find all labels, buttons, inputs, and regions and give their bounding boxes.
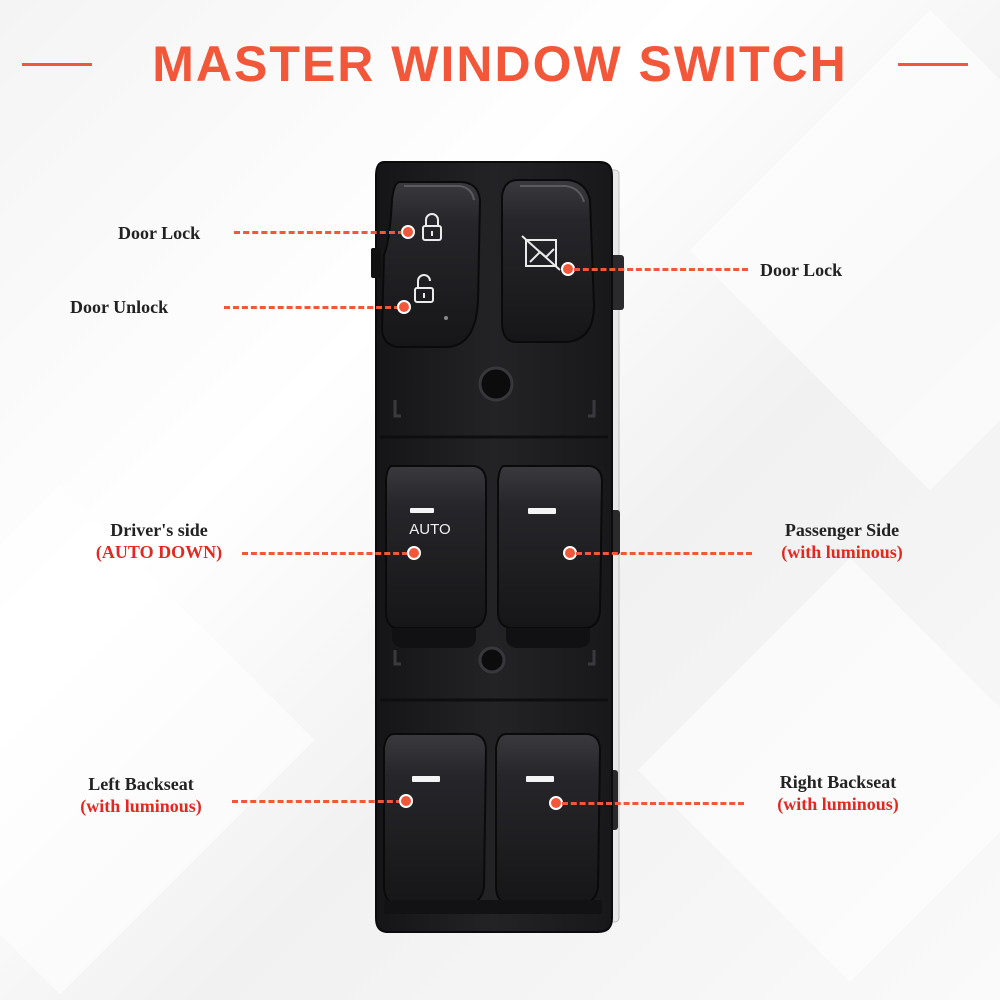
door-lock-rocker-highlight — [404, 185, 475, 201]
callout-dot-door-lock-left — [401, 225, 415, 239]
callout-line-door-lock-right — [574, 268, 748, 271]
passenger-side-subtitle: (with luminous) — [781, 542, 903, 562]
passenger-window-switch — [497, 465, 604, 629]
passenger-switch-base — [506, 628, 590, 648]
label-left-backseat: Left Backseat (with luminous) — [56, 773, 226, 817]
left-backseat-title: Left Backseat — [88, 774, 194, 794]
callout-line-door-unlock — [224, 306, 400, 309]
label-right-backseat: Right Backseat (with luminous) — [750, 771, 926, 815]
callout-dot-driver-side — [407, 546, 421, 560]
left-backseat-window-switch — [383, 733, 488, 905]
title-bar: MASTER WINDOW SWITCH — [0, 32, 1000, 96]
callout-line-right-backseat — [562, 802, 744, 805]
label-door-lock-right: Door Lock — [760, 260, 843, 280]
callout-line-left-backseat — [232, 800, 402, 803]
driver-side-subtitle: (AUTO DOWN) — [95, 542, 223, 562]
title-right-rule — [898, 63, 968, 66]
bottom-clip — [384, 900, 602, 914]
bracket-mark — [393, 400, 596, 666]
callout-dot-left-backseat — [399, 794, 413, 808]
auto-label: AUTO — [409, 521, 451, 538]
mount-hole-lower — [478, 646, 506, 674]
callout-line-passenger-side — [576, 552, 752, 555]
driver-indicator — [410, 508, 434, 513]
driver-side-title: Driver's side — [110, 520, 208, 540]
padlock-open-icon — [414, 274, 434, 303]
label-door-lock-left: Door Lock — [118, 223, 201, 243]
left-backseat-subtitle: (with luminous) — [80, 796, 202, 816]
mount-hole-upper — [478, 366, 514, 402]
right-backseat-title: Right Backseat — [779, 772, 897, 792]
left-backseat-indicator — [412, 776, 440, 782]
passenger-side-title: Passenger Side — [784, 520, 900, 540]
right-backseat-subtitle: (with luminous) — [777, 794, 899, 814]
window-lock-highlight — [520, 185, 585, 203]
label-driver-side: Driver's side (AUTO DOWN) — [74, 519, 244, 563]
left-clip — [371, 248, 381, 278]
driver-switch-base — [392, 628, 476, 648]
page-title: MASTER WINDOW SWITCH — [152, 36, 848, 92]
indicator-dot — [444, 316, 448, 320]
right-backseat-indicator — [526, 776, 554, 782]
driver-window-switch — [385, 465, 487, 629]
window-lock-icon — [521, 235, 561, 271]
right-backseat-window-switch — [495, 733, 602, 905]
callout-dot-right-backseat — [549, 796, 563, 810]
callout-dot-door-unlock — [397, 300, 411, 314]
window-lock-button — [501, 179, 596, 343]
callout-dot-passenger-side — [563, 546, 577, 560]
door-lock-rocker — [380, 181, 482, 348]
padlock-closed-icon — [422, 213, 442, 241]
passenger-indicator — [528, 508, 556, 514]
label-passenger-side: Passenger Side (with luminous) — [754, 519, 930, 563]
callout-dot-door-lock-right — [561, 262, 575, 276]
callout-line-door-lock-left — [234, 231, 404, 234]
label-door-unlock: Door Unlock — [70, 297, 169, 317]
callout-line-driver-side — [242, 552, 408, 555]
title-left-rule — [22, 63, 92, 66]
